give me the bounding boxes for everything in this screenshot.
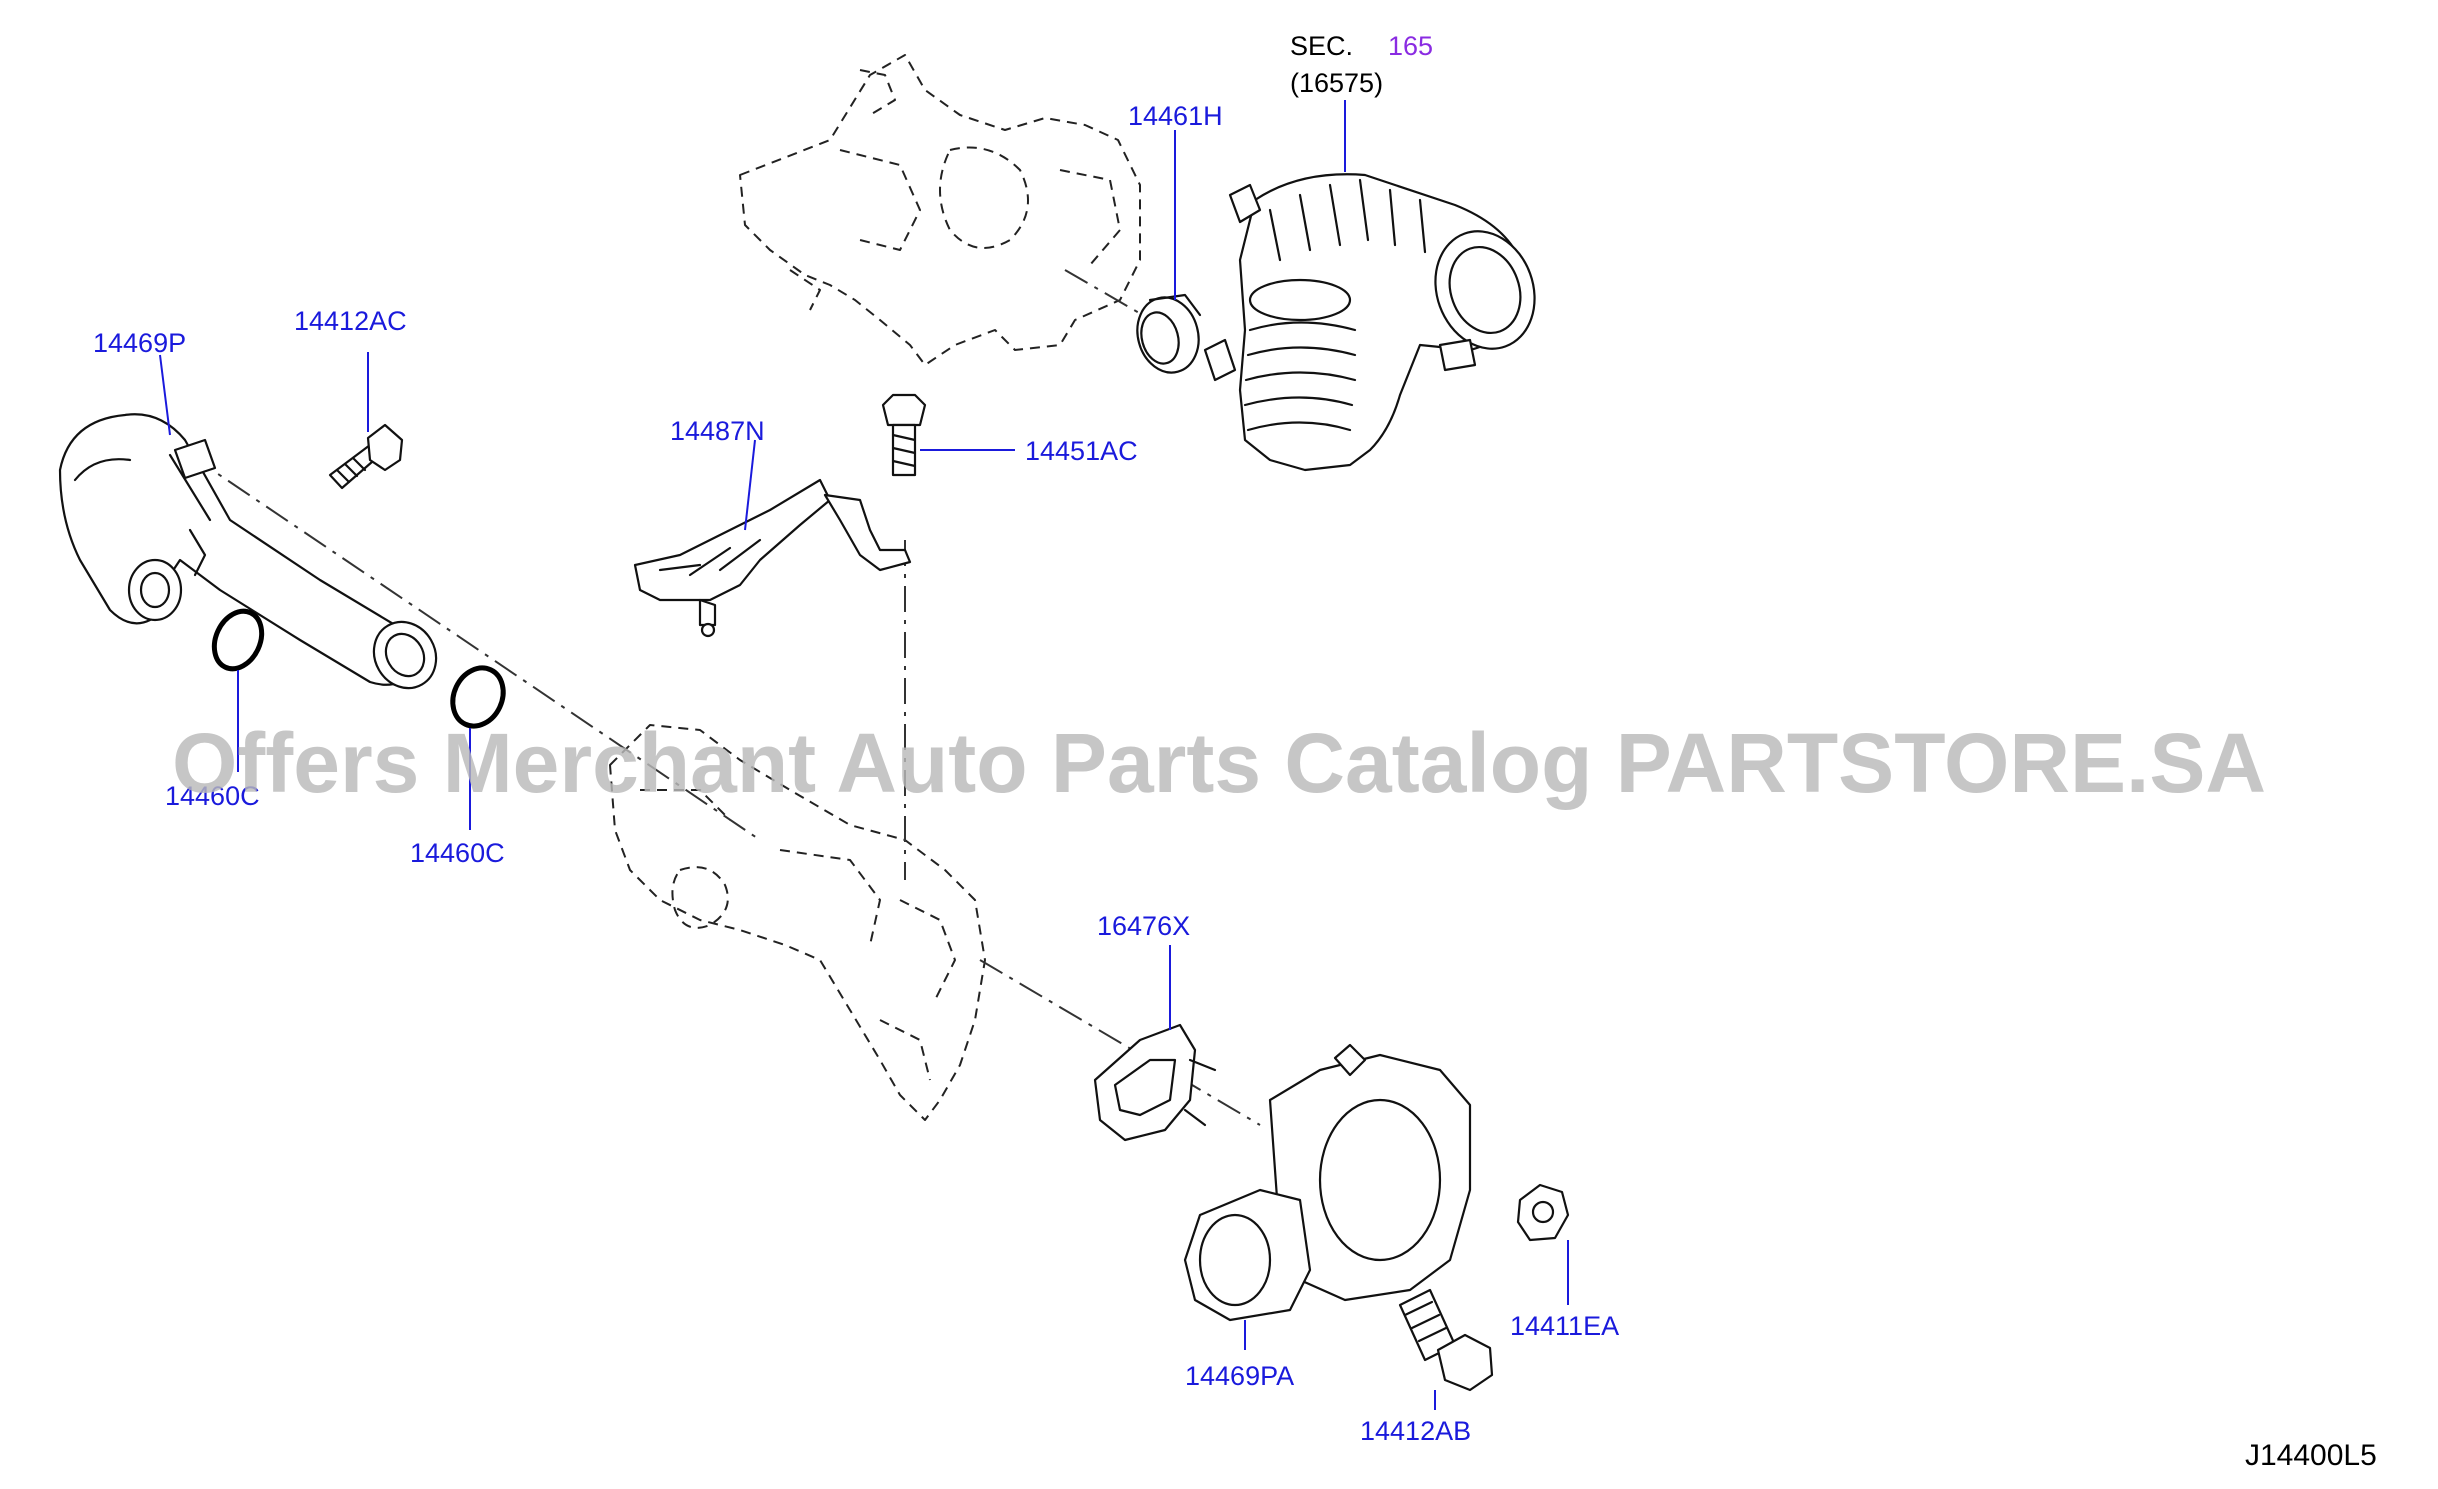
throttle-body-14469pa [1183,1043,1472,1322]
hose-clamp-14461h [1136,293,1202,374]
o-ring-14460c-b [450,665,506,729]
gasket-16476x [1093,1023,1217,1142]
bolt-14451ac [881,393,927,477]
callout-16476x[interactable]: 16476X [1097,911,1190,941]
callout-14411ea[interactable]: 14411EA [1510,1311,1619,1341]
callout-14487n[interactable]: 14487N [670,416,765,446]
o-ring-14460c-a [211,608,265,672]
callout-14469p[interactable]: 14469P [93,328,186,358]
callout-14461h[interactable]: 14461H [1128,101,1223,131]
callout-14451ac[interactable]: 14451AC [1025,436,1138,466]
callout-14412ab[interactable]: 14412AB [1360,1416,1471,1446]
leader-lines [159,100,1569,1410]
air-duct-assembly [1203,173,1536,472]
engine-ghost-upper [739,54,1141,366]
callout-14469pa[interactable]: 14469PA [1185,1361,1294,1391]
centerline-duct [1064,269,1161,326]
callout-14460c-a[interactable]: 14460C [165,781,260,811]
centerline-throttle-axis [979,959,1261,1126]
air-hose-14469p [58,413,438,690]
bolt-14412ab [1398,1288,1494,1392]
section-subref: (16575) [1290,68,1383,98]
callout-14412ac[interactable]: 14412AC [294,306,407,336]
bracket-14487n [633,478,912,638]
watermark: Offers Merchant Auto Parts Catalog PARTS… [172,716,2266,810]
nut-14411ea [1516,1183,1570,1242]
centerline-hose-to-engine [189,454,761,841]
bolt-14412ac [328,423,404,490]
diagram-code: J14400L5 [2245,1439,2377,1472]
section-prefix: SEC. [1290,31,1353,61]
section-number-link[interactable]: 165 [1388,31,1433,61]
callout-14460c-b[interactable]: 14460C [410,838,505,868]
engine-ghost-lower [609,724,986,1121]
